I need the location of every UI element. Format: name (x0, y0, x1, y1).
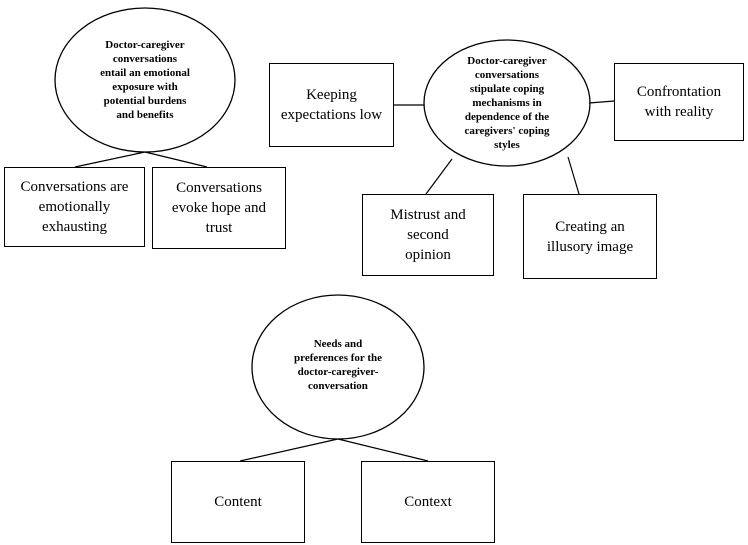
topic-title-emotional-exposure: Doctor-caregiver conversations entail an… (100, 39, 190, 121)
connector-line (425, 158, 453, 195)
theme-box-hope-and-trust: Conversations evoke hope and trust (152, 167, 286, 249)
topic-title-needs-preferences: Needs and preferences for the doctor-car… (294, 338, 382, 392)
theme-box-mistrust-second-opinion: Mistrust and second opinion (362, 194, 494, 276)
theme-box-emotionally-exhausting: Conversations are emotionally exhausting (4, 167, 145, 247)
connector-line (567, 156, 580, 195)
topic-title-coping-mechanisms: Doctor-caregiver conversations stipulate… (464, 55, 550, 151)
theme-box-keeping-expectations-low: Keeping expectations low (269, 63, 394, 147)
theme-box-context: Context (361, 461, 495, 543)
theme-box-illusory-image: Creating an illusory image (523, 194, 657, 279)
theme-box-content: Content (171, 461, 305, 543)
connector-line (144, 151, 208, 168)
connector-line (74, 151, 146, 168)
connector-line (337, 438, 429, 462)
connector-line (239, 438, 339, 462)
theme-box-confrontation-with-reality: Confrontation with reality (614, 63, 744, 141)
topic-ellipse (423, 39, 591, 167)
topic-ellipse (251, 294, 425, 440)
connector-line (588, 100, 615, 104)
topic-ellipse (54, 7, 236, 153)
